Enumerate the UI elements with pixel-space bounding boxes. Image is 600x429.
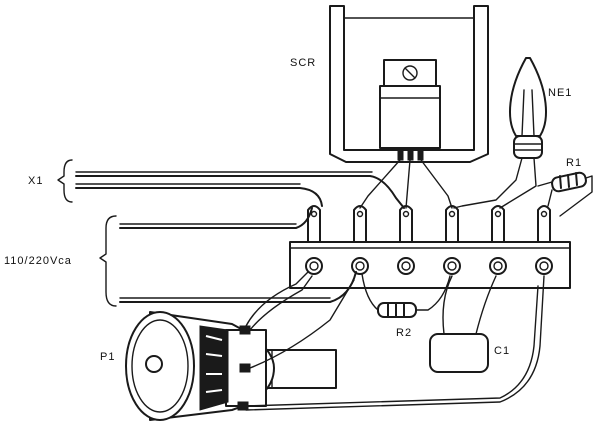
scr-component [379, 59, 441, 161]
scr-label: SCR [290, 57, 316, 69]
potentiometer-p1 [125, 311, 337, 421]
ne1-label: NE1 [548, 87, 572, 99]
terminal-screws [305, 257, 553, 275]
terminal-lugs [307, 205, 551, 243]
mains-label: 110/220Vca [4, 255, 72, 267]
p1-wires [245, 271, 545, 411]
terminal-strip [289, 241, 571, 289]
capacitor-c1 [429, 275, 497, 373]
p1-label: P1 [100, 351, 115, 363]
scr-leads [359, 159, 453, 209]
ne1-leads [453, 157, 537, 209]
mains-leads [99, 207, 357, 307]
resistor-r1 [537, 171, 593, 217]
r2-label: R2 [396, 327, 412, 339]
r1-label: R1 [566, 157, 582, 169]
resistor-r2 [361, 273, 451, 318]
x1-leads [57, 159, 405, 209]
r1-lead [547, 189, 553, 207]
c1-label: C1 [494, 345, 510, 357]
neon-lamp-ne1 [509, 57, 547, 159]
x1-label: X1 [28, 175, 43, 187]
